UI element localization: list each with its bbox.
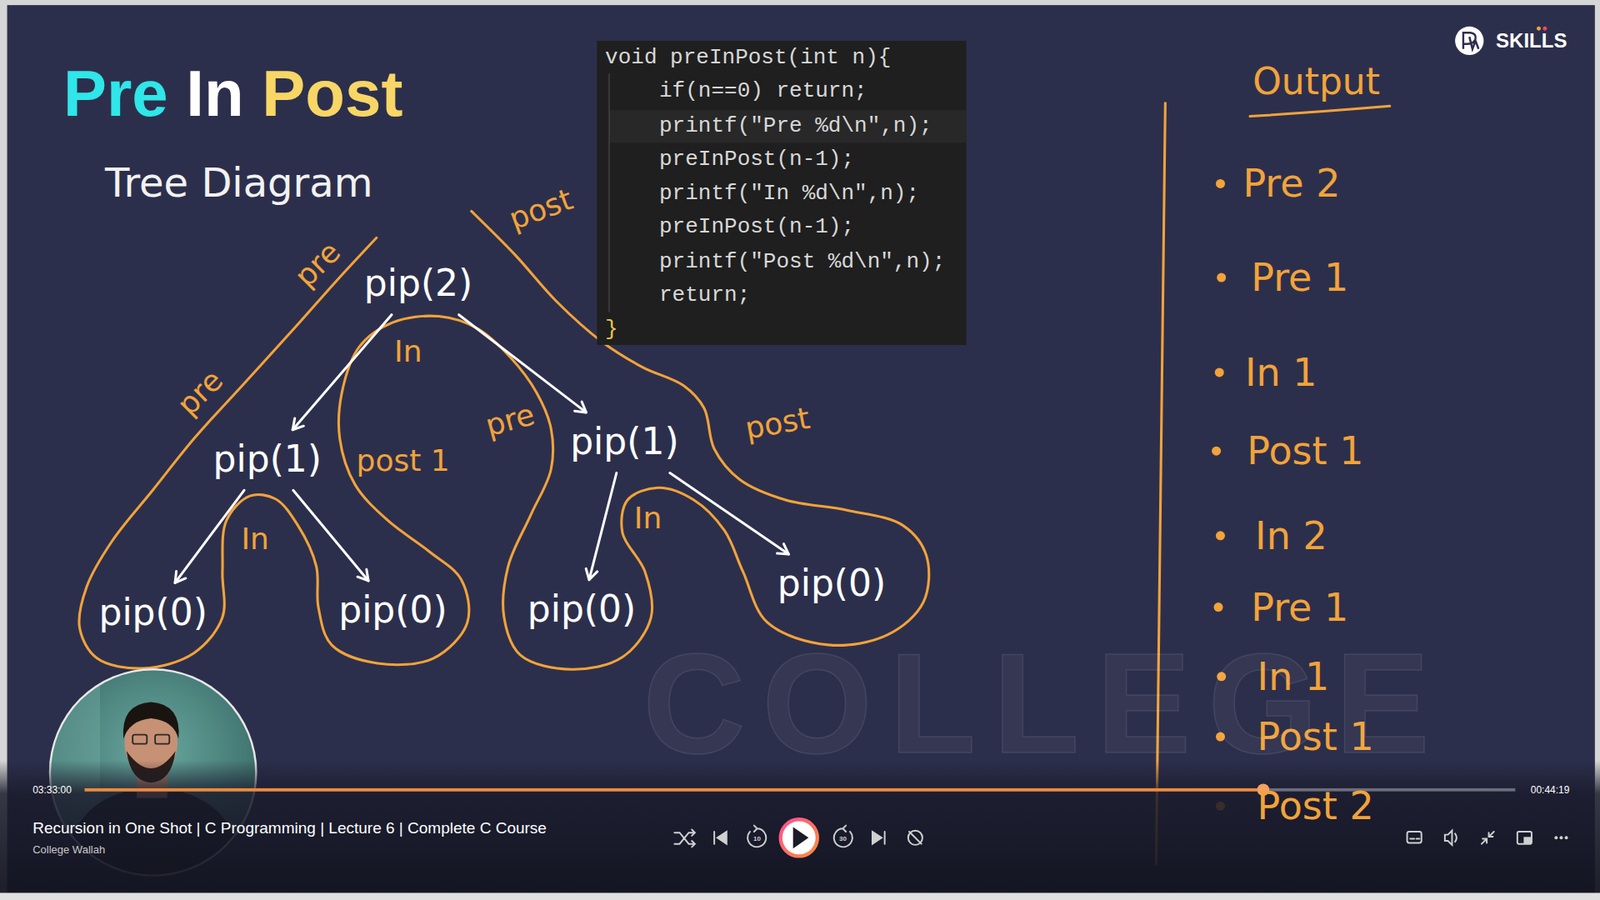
window-frame	[0, 0, 1600, 5]
player-controls	[674, 819, 1532, 856]
bullet-dot	[1215, 530, 1225, 540]
code-line: preInPost(n-1);	[659, 147, 855, 173]
bullet-dot	[1211, 446, 1221, 456]
node-label: pip(0)	[777, 562, 886, 605]
logo-mark	[1463, 32, 1479, 50]
code-line: printf("Pre %d\n",n);	[659, 114, 933, 140]
output-line: Pre 2	[1242, 161, 1340, 206]
rewind-icon	[747, 825, 766, 848]
call-node: pip(2)	[359, 260, 478, 307]
heading-underline	[1250, 105, 1390, 116]
code-line: }	[605, 317, 619, 343]
next-icon	[872, 831, 885, 845]
call-node: pip(1)	[208, 436, 327, 483]
channel-name: College Wallah	[32, 844, 105, 857]
time-elapsed: 03:33:00	[32, 785, 72, 797]
call-arrow	[292, 315, 392, 430]
call-arrow	[589, 473, 617, 580]
captions-icon	[1410, 838, 1420, 840]
watermark: COLLEGE	[642, 622, 1447, 786]
call-arrow	[670, 473, 790, 555]
call-node: pip(0)	[93, 589, 212, 635]
skip-seconds: 10	[753, 835, 761, 843]
call-node: pip(1)	[565, 419, 684, 465]
node-label: pip(0)	[527, 588, 636, 631]
presenter-glasses	[155, 735, 170, 745]
forward-icon	[834, 825, 853, 848]
node-label: pip(2)	[364, 262, 473, 305]
code-line: void preInPost(int n){	[605, 45, 891, 71]
annotation: In	[240, 521, 269, 556]
output-line: Post 1	[1246, 429, 1364, 474]
code-line: if(n==0) return;	[659, 79, 868, 105]
annotation: In	[634, 500, 662, 535]
loop-icon	[908, 830, 923, 845]
volume-icon	[1445, 830, 1457, 845]
presenter-glasses	[132, 735, 147, 745]
code-panel	[596, 40, 966, 345]
code-line: return;	[659, 283, 750, 309]
call-node: pip(0)	[522, 586, 641, 633]
bullet-dot	[1215, 179, 1225, 189]
loop-icon	[909, 831, 922, 845]
subtitle: Tree Diagram	[105, 160, 373, 207]
node-label: pip(0)	[338, 589, 447, 632]
more-icon	[1554, 835, 1568, 840]
code-line-highlight	[609, 110, 967, 143]
node-label: pip(1)	[570, 420, 679, 464]
output-line: In 1	[1245, 350, 1318, 395]
skip-seconds: 30	[839, 835, 847, 843]
annotation: post 1	[356, 444, 450, 479]
more-dot	[1565, 835, 1569, 840]
minimize-icon	[1481, 831, 1495, 845]
play-button	[780, 819, 818, 856]
code-line: printf("Post %d\n",n);	[659, 250, 945, 275]
output-line: Post 2	[1257, 784, 1375, 829]
time-remaining: 00:44:19	[1530, 785, 1570, 797]
logo-disc	[1455, 26, 1484, 55]
output-line: In 2	[1255, 513, 1328, 558]
node-label: pip(0)	[98, 590, 207, 634]
bullet-dot	[1214, 602, 1224, 612]
captions-icon	[1407, 831, 1422, 843]
output-heading: Output	[1252, 60, 1380, 104]
more-dot	[1554, 835, 1558, 840]
previous-icon	[714, 831, 727, 845]
pip-icon	[1517, 831, 1532, 845]
play-icon	[794, 828, 808, 847]
bullet-dot	[1215, 367, 1225, 377]
call-arrow	[175, 490, 245, 583]
call-arrow	[293, 490, 369, 581]
pip-icon	[1524, 837, 1530, 843]
code-line: preInPost(n-1);	[659, 215, 855, 240]
shuffle-icon	[674, 830, 695, 848]
title-text: Pre In Post	[63, 56, 403, 132]
video-title: Recursion in One Shot | C Programming | …	[32, 819, 547, 838]
presenter-hair	[123, 701, 180, 739]
output-line: Pre 1	[1250, 585, 1349, 630]
window-frame	[0, 892, 1600, 900]
annotation: In	[394, 335, 422, 370]
call-node: pip(0)	[333, 587, 452, 634]
logo-text: SKILLS	[1495, 29, 1567, 53]
call-node: pip(0)	[772, 560, 891, 607]
bullet-dot	[1216, 273, 1226, 283]
code-line: printf("In %d\n",n);	[659, 181, 920, 207]
output-line: Pre 1	[1250, 255, 1349, 300]
more-dot	[1560, 835, 1564, 840]
progress-played	[85, 788, 1264, 792]
indent-guide	[608, 73, 610, 313]
node-label: pip(1)	[213, 438, 322, 481]
